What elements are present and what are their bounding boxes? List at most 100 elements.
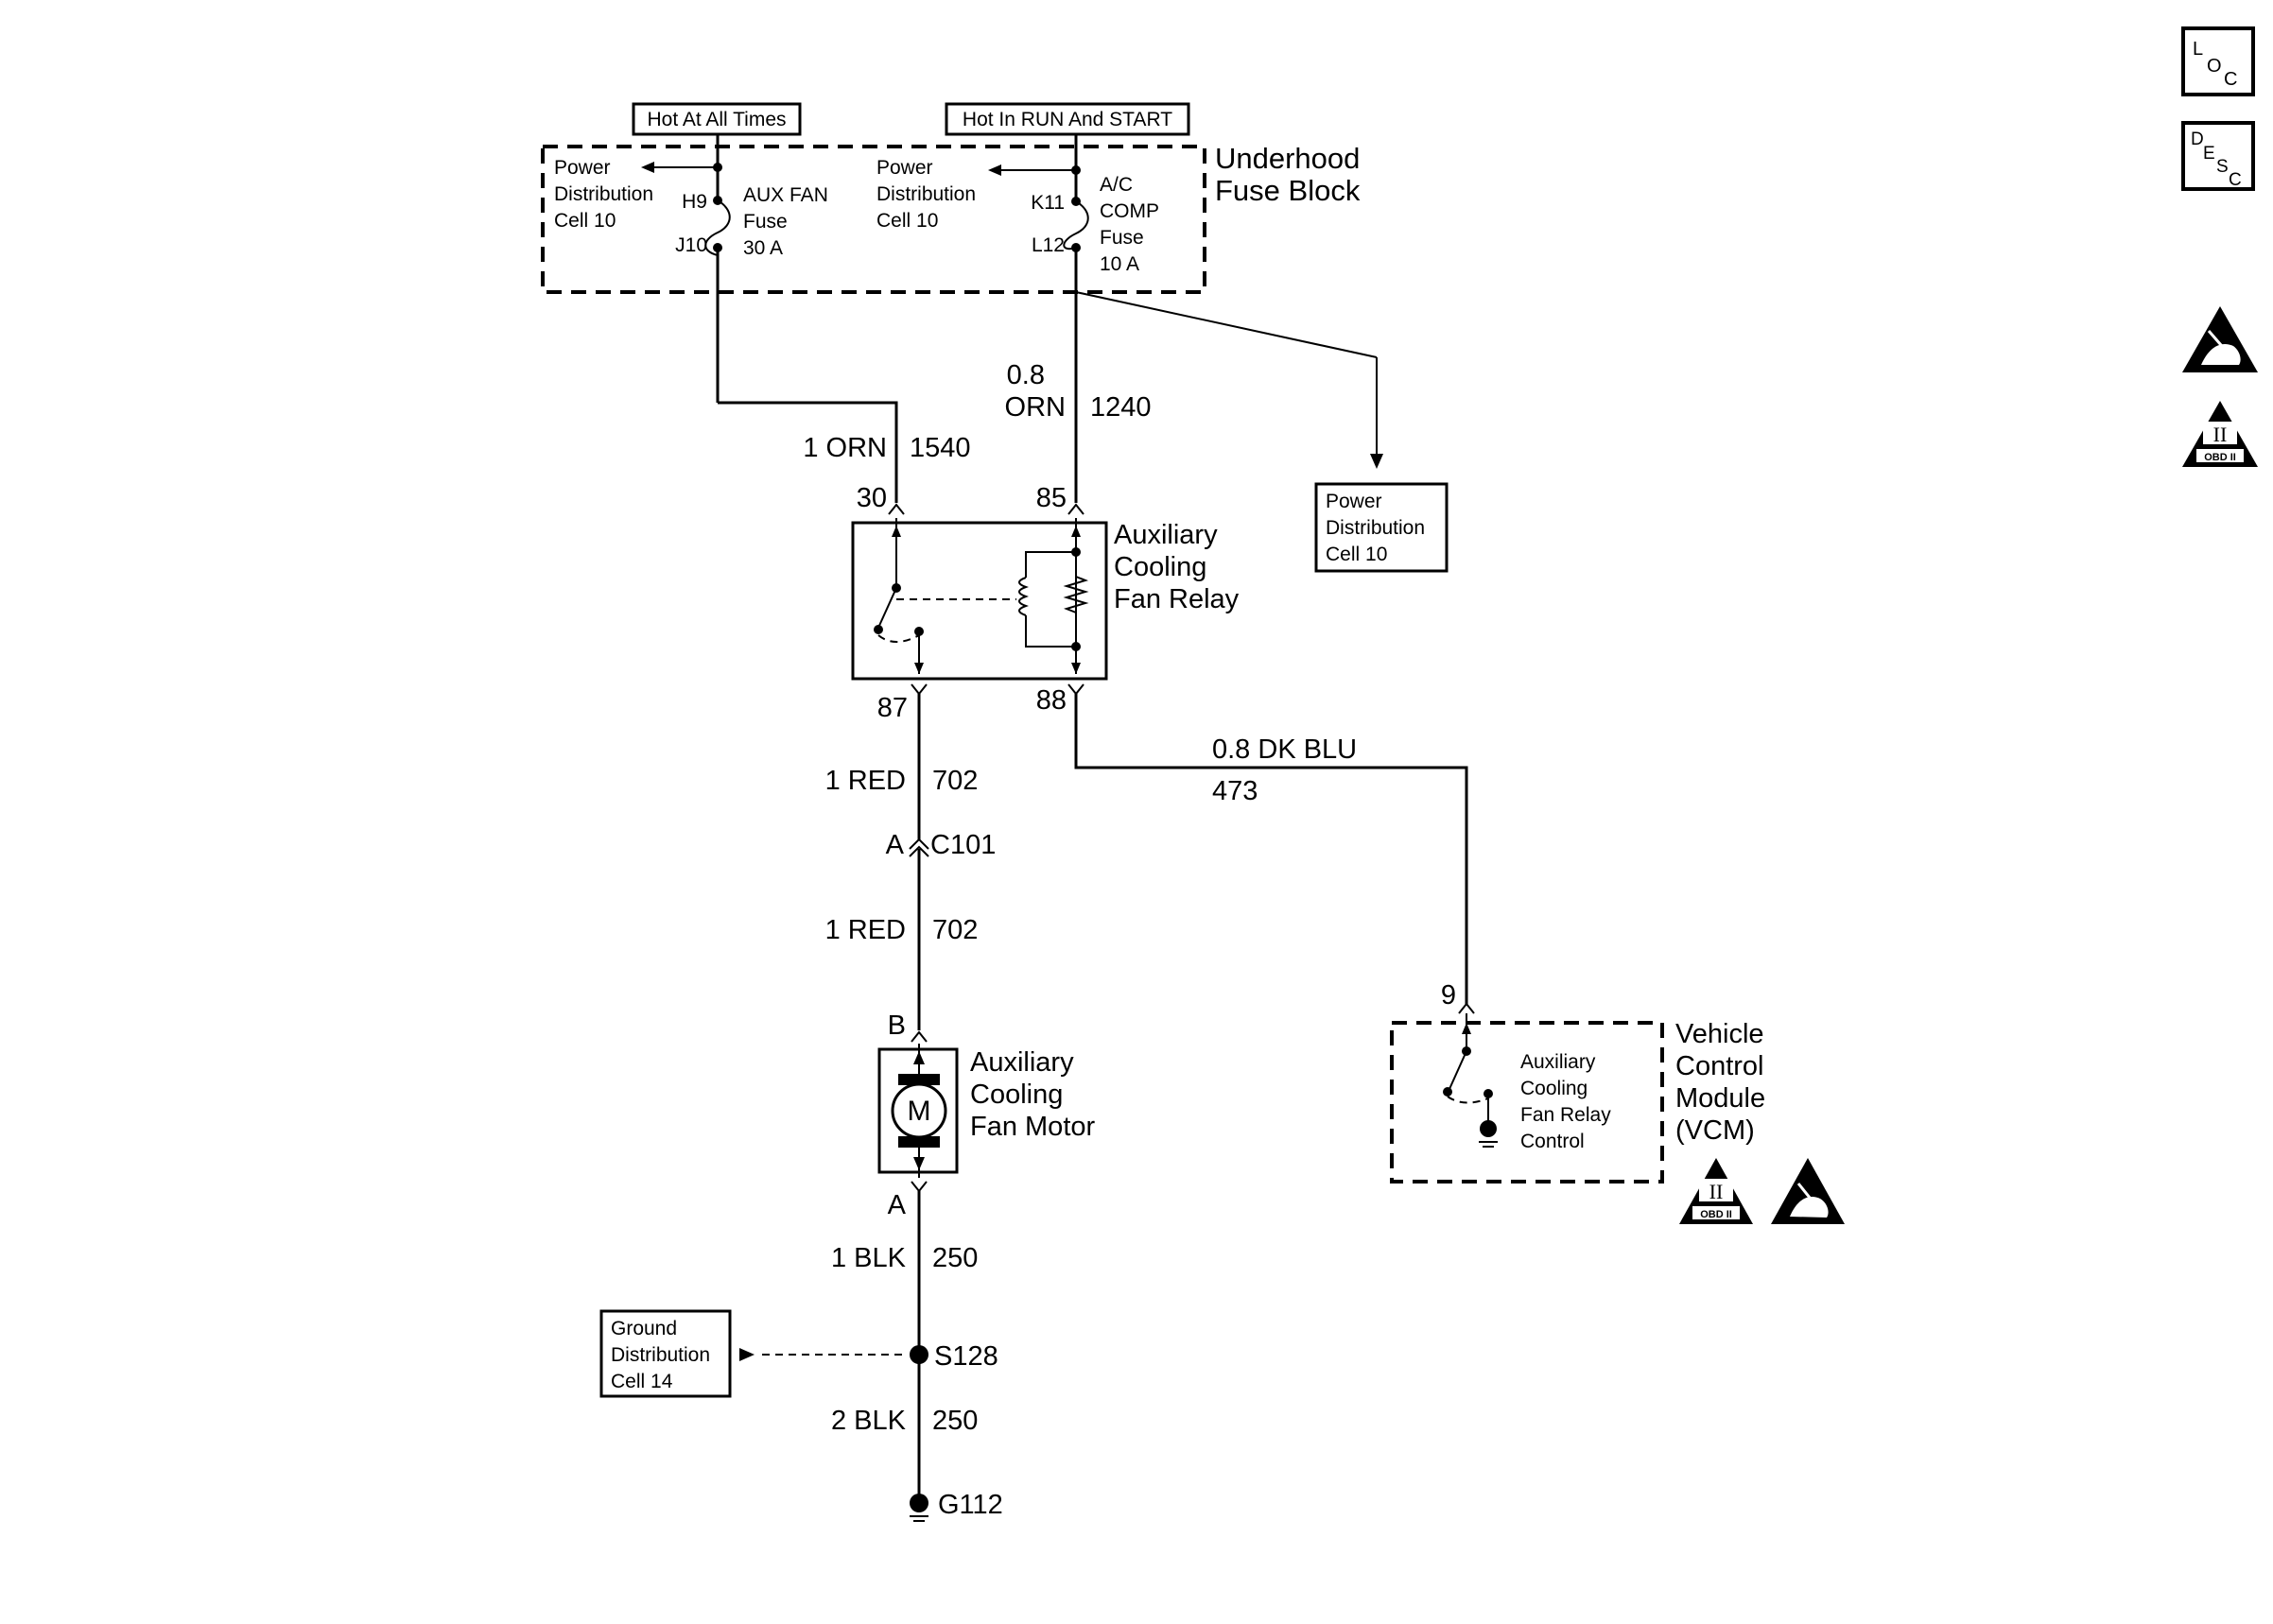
svg-text:O: O <box>2207 56 2222 77</box>
aux-fan-fuse: H9 J10 AUX FAN Fuse 30 A <box>675 134 828 403</box>
svg-text:II: II <box>2213 423 2228 446</box>
motor-symbol: M <box>908 1096 931 1127</box>
wire-250: 1 BLK 250 S128 2 BLK 250 G112 <box>831 1191 1003 1522</box>
svg-text:OBD II: OBD II <box>2204 452 2236 463</box>
pd-right-2: Distribution <box>876 183 976 205</box>
hot-run-start-box <box>945 102 1190 136</box>
svg-text:C: C <box>2229 170 2242 190</box>
fuse-block-title-2: Fuse Block <box>1215 174 1361 207</box>
wire-702a-circuit: 702 <box>932 766 978 796</box>
arrow-left-icon <box>988 164 1001 176</box>
svg-text:S: S <box>2216 157 2229 177</box>
pd-box-2: Distribution <box>1326 517 1425 539</box>
svg-text:OBD II: OBD II <box>1700 1209 1732 1220</box>
loc-icon[interactable]: L O C <box>2181 26 2255 96</box>
vcm-inner-3: Fan Relay <box>1520 1104 1611 1126</box>
relay-pin-30: 30 <box>857 483 887 513</box>
vcm-title-2: Control <box>1675 1051 1764 1081</box>
relay-pin-88: 88 <box>1036 685 1067 716</box>
ac-fuse-line-2: COMP <box>1100 200 1159 222</box>
ground-dist-2: Distribution <box>611 1344 710 1366</box>
wire-1540-circuit: 1540 <box>910 433 971 463</box>
connector-c101: A C101 <box>886 830 997 860</box>
wire-702b-gauge: 1 RED <box>825 915 906 945</box>
wire-1540-gauge: 1 ORN <box>803 433 887 463</box>
wire-1240-gauge: 0.8 <box>1007 360 1045 390</box>
wire-1240-circuit: 1240 <box>1090 392 1152 423</box>
wire-250a-gauge: 1 BLK <box>831 1243 907 1273</box>
relay-title-2: Cooling <box>1114 552 1206 582</box>
auxiliary-cooling-fan-motor: B M Auxiliary Cooling Fan Motor A <box>877 1011 1095 1220</box>
relay-pin-87: 87 <box>877 693 908 723</box>
wire-702: 1 RED 702 A C101 1 RED 702 <box>825 694 997 1030</box>
vcm-title-1: Vehicle <box>1675 1019 1764 1049</box>
wire-702a-gauge: 1 RED <box>825 766 906 796</box>
pd-left-3: Cell 10 <box>554 210 616 232</box>
wire-1240: 0.8 ORN 1240 <box>1005 360 1152 423</box>
arrow-down-icon <box>1370 454 1383 469</box>
relay-title-3: Fan Relay <box>1114 584 1240 614</box>
auxiliary-cooling-fan-relay: 30 85 Auxiliary Cooling Fan Relay 87 <box>851 483 1240 723</box>
vehicle-control-module: 9 Auxiliary Cooling Fan Relay Control Ve… <box>1390 980 1845 1224</box>
ac-fuse-pin-top: K11 <box>1031 192 1065 214</box>
hot-run-start-label: Hot In RUN And START <box>963 109 1172 130</box>
hot-at-all-times-label: Hot At All Times <box>647 109 786 130</box>
motor-title-2: Cooling <box>970 1080 1063 1110</box>
arrow-right-icon <box>739 1348 755 1361</box>
pd-right-1: Power <box>876 157 933 179</box>
pd-left-1: Power <box>554 157 611 179</box>
ground-dist-1: Ground <box>611 1318 677 1339</box>
esd-warning-icon[interactable] <box>2182 306 2258 372</box>
pd-box-3: Cell 10 <box>1326 544 1387 565</box>
vcm-pin-9: 9 <box>1441 980 1456 1011</box>
svg-text:C: C <box>2224 69 2237 90</box>
motor-pin-bottom: A <box>888 1190 907 1220</box>
relay-pin-85: 85 <box>1036 483 1067 513</box>
vcm-inner-2: Cooling <box>1520 1078 1588 1099</box>
wire-250a-circuit: 250 <box>932 1243 978 1273</box>
vcm-inner-1: Auxiliary <box>1520 1051 1596 1073</box>
power-distribution-reference: Power Distribution Cell 10 <box>1075 291 1449 573</box>
aux-fuse-line-1: AUX FAN <box>743 184 828 206</box>
c101-label: C101 <box>930 830 996 860</box>
ground-label: G112 <box>938 1490 1003 1520</box>
obd-ii-icon: II OBD II <box>1679 1158 1753 1224</box>
pd-box-1: Power <box>1326 491 1382 512</box>
pd-right-3: Cell 10 <box>876 210 938 232</box>
wire-473-circuit: 473 <box>1212 776 1258 806</box>
aux-fuse-pin-top: H9 <box>682 191 707 213</box>
obd-ii-icon[interactable]: II OBD II <box>2182 401 2258 467</box>
ground-dist-3: Cell 14 <box>611 1371 673 1392</box>
svg-text:L: L <box>2193 39 2203 60</box>
esd-warning-icon <box>1771 1158 1845 1224</box>
desc-icon[interactable]: D E S C <box>2181 121 2255 191</box>
ac-fuse-line-3: Fuse <box>1100 227 1144 249</box>
coil-icon <box>1018 577 1029 616</box>
vcm-title-3: Module <box>1675 1083 1765 1114</box>
ground-distribution-reference: Ground Distribution Cell 14 <box>599 1309 908 1398</box>
svg-text:II: II <box>1709 1180 1724 1203</box>
wire-1540: 1 ORN 1540 <box>718 401 971 503</box>
wire-702b-circuit: 702 <box>932 915 978 945</box>
svg-text:E: E <box>2203 144 2215 164</box>
wire-250b-circuit: 250 <box>932 1406 978 1436</box>
aux-fuse-line-2: Fuse <box>743 211 788 233</box>
ground-icon <box>910 1494 928 1512</box>
fuse-block-title-1: Underhood <box>1215 142 1360 175</box>
wire-473: 0.8 DK BLU 473 <box>1074 694 1468 1004</box>
underhood-fuse-block: Underhood Fuse Block Hot At All Times Ho… <box>541 102 1361 503</box>
wire-1240-color: ORN <box>1005 392 1066 423</box>
c101-pin: A <box>886 830 905 860</box>
arrow-left-icon <box>641 162 654 173</box>
motor-pin-top: B <box>888 1011 906 1041</box>
aux-fuse-pin-bottom: J10 <box>675 234 707 256</box>
resistor-icon <box>1063 576 1089 613</box>
ac-fuse-line-4: 10 A <box>1100 253 1139 275</box>
hot-at-all-times-box <box>632 102 802 136</box>
ac-comp-fuse: K11 L12 A/C COMP Fuse 10 A <box>1031 134 1159 503</box>
ac-fuse-pin-bottom: L12 <box>1032 234 1065 256</box>
motor-title-3: Fan Motor <box>970 1112 1095 1142</box>
relay-title-1: Auxiliary <box>1114 520 1218 550</box>
vcm-inner-4: Control <box>1520 1131 1585 1152</box>
